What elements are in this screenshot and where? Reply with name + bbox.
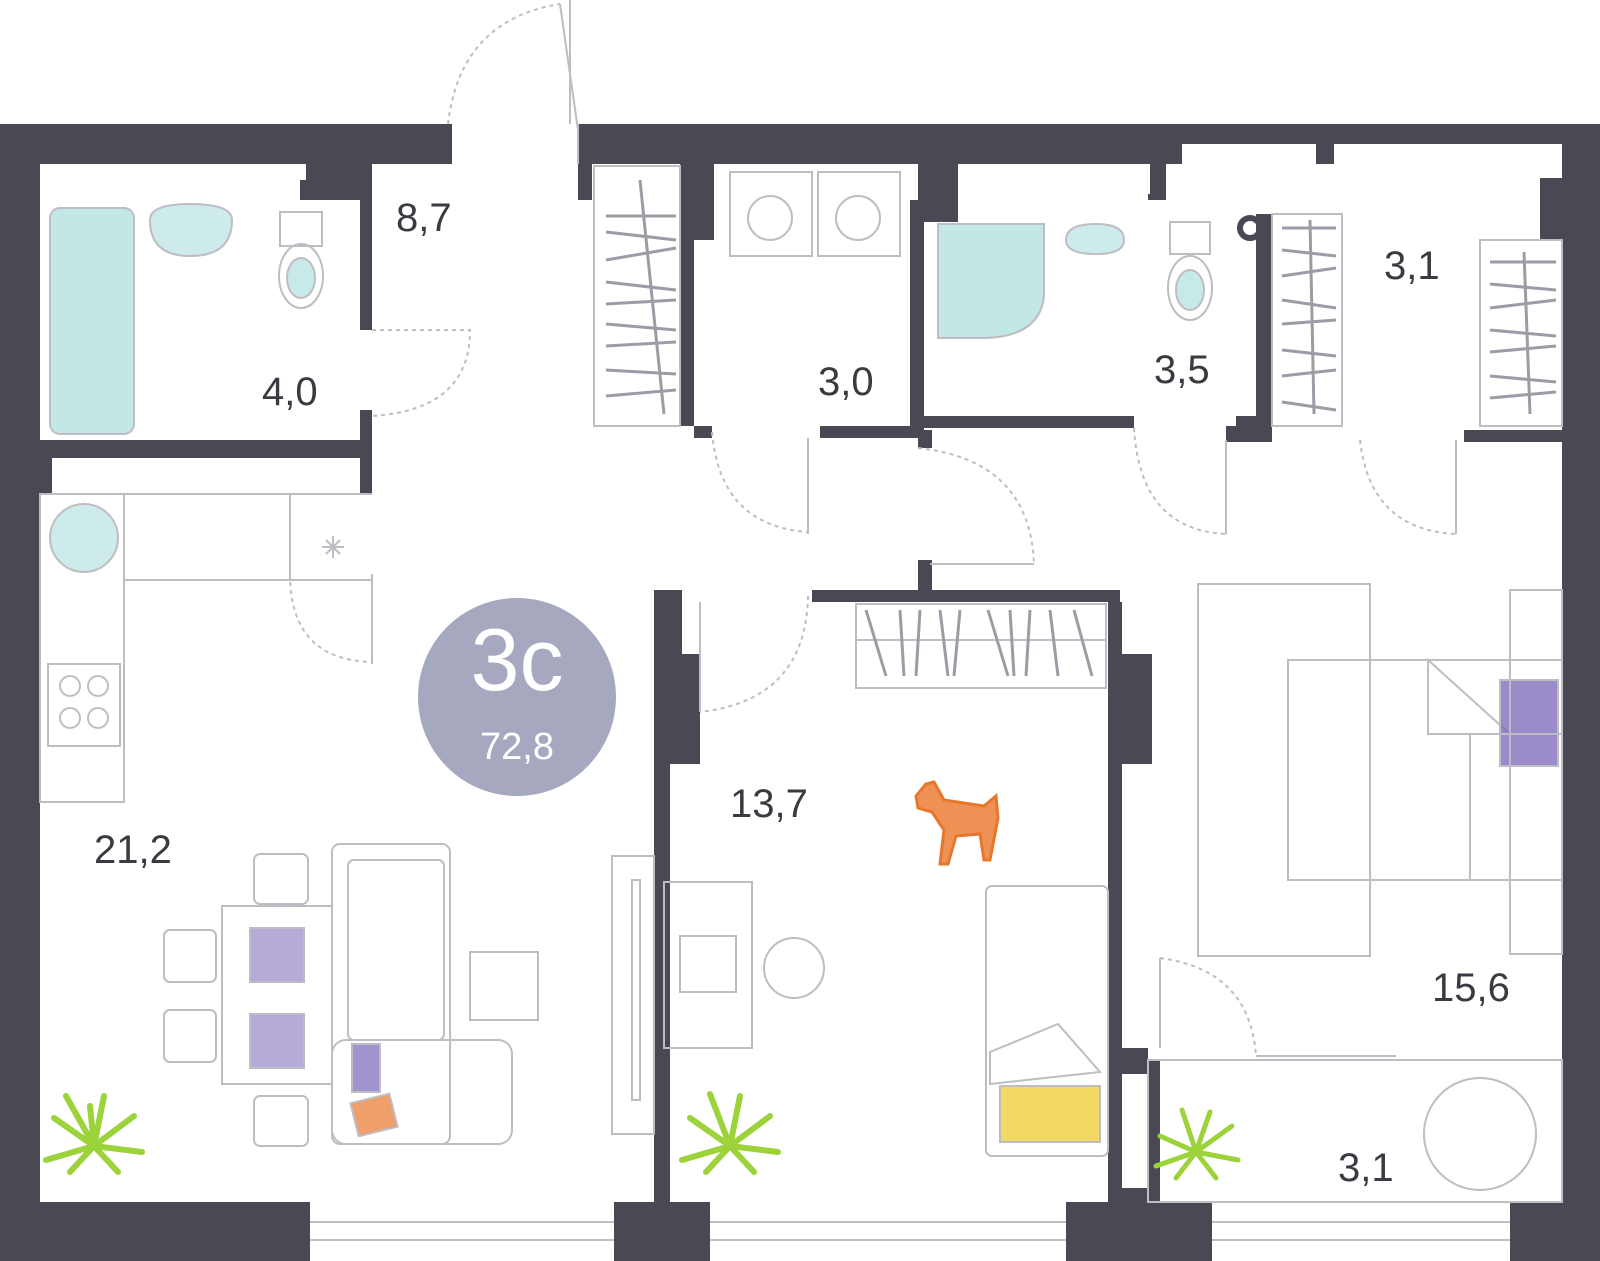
dog-icon <box>914 780 1000 866</box>
furniture <box>39 165 1563 1203</box>
room-area-bedroom-small: 13,7 <box>730 782 808 826</box>
room-area-wardrobe: 3,1 <box>1384 244 1440 288</box>
walls <box>0 124 1600 1261</box>
room-area-bathroom: 4,0 <box>262 370 318 414</box>
room-area-kitchen-living: 21,2 <box>94 828 172 872</box>
room-area-bedroom-master: 15,6 <box>1432 966 1510 1010</box>
apartment-total-area: 72,8 <box>480 726 554 768</box>
plant-icon <box>1153 1107 1241 1181</box>
room-area-balcony: 3,1 <box>1338 1146 1394 1190</box>
windows <box>40 144 1562 1261</box>
apartment-badge: 3с 72,8 <box>418 598 616 796</box>
room-area-shower-room: 3,5 <box>1154 348 1210 392</box>
plant-icon <box>43 1093 145 1175</box>
apartment-type-label: 3с <box>470 610 564 709</box>
room-area-laundry: 3,0 <box>818 360 874 404</box>
doors <box>289 0 1457 1057</box>
plant-icon <box>679 1091 781 1175</box>
room-area-hallway: 8,7 <box>396 196 452 240</box>
